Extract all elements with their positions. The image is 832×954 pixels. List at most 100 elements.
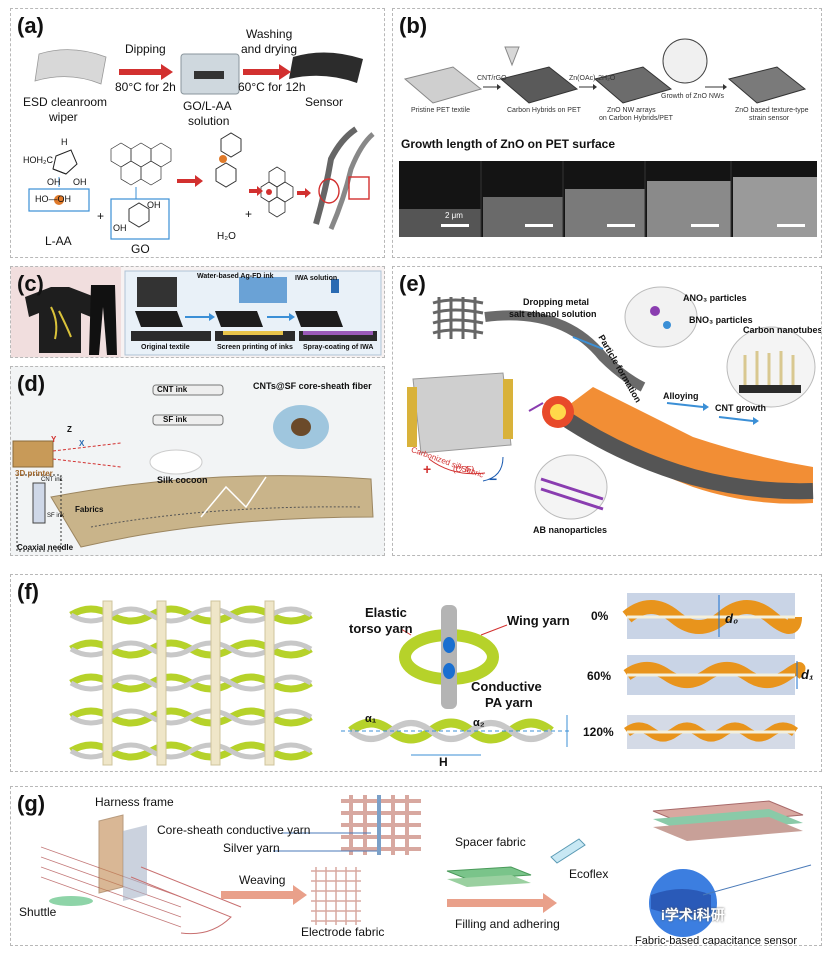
step1-bottom: 80°C for 2h	[115, 80, 176, 94]
oh1: OH	[47, 177, 61, 187]
b-growth-nws: Growth of ZnO NWs	[661, 93, 725, 100]
f-p0: 0%	[591, 609, 609, 623]
b-step4-l1: ZnO based texture-type	[735, 107, 809, 114]
f-p60: 60%	[587, 669, 612, 683]
oh2: OH	[73, 177, 87, 187]
d-axis-y: Y	[51, 435, 57, 444]
d-axis-x: X	[79, 439, 85, 448]
d-axis-z: Z	[67, 425, 72, 434]
panel-label-e: (e)	[399, 271, 426, 296]
b-step2: Carbon Hybrids on PET	[507, 107, 581, 114]
g-harness: Harness frame	[95, 795, 174, 809]
c-cap1: Original textile	[141, 344, 190, 351]
panel-label-b: (b)	[399, 13, 428, 38]
panel-f: (f) Elastic torso yarn Wing yarn Conduct…	[10, 574, 822, 772]
e-alloying: Alloying	[663, 391, 699, 401]
ho-oh: HO—OH	[35, 194, 71, 204]
panel-f-illustration	[69, 593, 806, 766]
item2-line1: GO/L-AA	[183, 99, 232, 113]
e-cnt-growth: CNT growth	[715, 403, 766, 413]
g-weaving: Weaving	[239, 873, 286, 887]
c-cap3: Spray-coating of IWA	[303, 344, 374, 351]
b-step3-l1: ZnO NW arrays	[607, 107, 656, 114]
d-printer: 3D printer	[15, 469, 53, 478]
hoh2c: HOH₂C	[23, 155, 53, 165]
e-csf-l2: (CSF)	[453, 465, 475, 474]
e-bno3: BNO₃ particles	[689, 315, 753, 325]
d-silk: Silk cocoon	[157, 475, 208, 485]
item1-line2: wiper	[49, 110, 78, 124]
g-ecoflex: Ecoflex	[569, 867, 609, 881]
step2-mid: and drying	[241, 42, 298, 56]
c-iwa: IWA solution	[295, 275, 338, 282]
panel-label-c: (c)	[17, 271, 44, 296]
panel-a-illustration	[28, 49, 375, 240]
d-sf-ink: SF ink	[163, 415, 188, 424]
g-core: Core-sheath conductive yarn	[157, 823, 311, 837]
f-h: H	[439, 755, 448, 769]
h2o: H₂O	[217, 231, 236, 242]
f-cond-l1: Conductive	[471, 679, 542, 694]
d-sf-ink-small: SF ink	[47, 513, 65, 519]
f-elastic-l1: Elastic	[365, 605, 407, 620]
panel-g: (g) Harness frame Core-sheath conductive…	[10, 786, 822, 946]
panel-e-illustration	[407, 286, 816, 520]
oh-ring-top: OH	[147, 200, 161, 210]
c-ink: Water-based Ag-FD ink	[197, 273, 274, 280]
oh-ring-bot: OH	[113, 223, 127, 233]
e-minus: −	[489, 471, 498, 487]
g-filling: Filling and adhering	[455, 917, 560, 931]
g-shuttle: Shuttle	[19, 905, 57, 919]
f-elastic-l2: torso yarn	[349, 621, 413, 636]
item2-line2: solution	[188, 114, 230, 128]
d-needle: Coaxial needle	[17, 543, 74, 552]
panel-d: (d) CNT ink SF ink CNTs@SF core-sheath f…	[10, 366, 385, 556]
panel-g-illustration	[40, 795, 812, 937]
panel-b: (b) Pristine PET textile Carbon Hybrids …	[392, 8, 822, 258]
panel-label-d: (d)	[17, 371, 46, 396]
d-cnt-ink: CNT ink	[157, 385, 188, 394]
item1-line1: ESD cleanroom	[23, 95, 108, 109]
panel-b-illustration	[399, 38, 817, 237]
f-wing: Wing yarn	[507, 613, 570, 628]
item3: Sensor	[305, 95, 344, 109]
plus2: +	[245, 207, 253, 221]
b-step1: Pristine PET textile	[411, 107, 471, 114]
g-watermark: i学术i科研	[661, 907, 725, 923]
step2-bottom: 60°C for 12h	[238, 80, 306, 94]
d-fabrics: Fabrics	[75, 505, 104, 514]
laa-label: L-AA	[45, 234, 72, 248]
b-step3-l2: on Carbon Hybrids/PET	[599, 115, 673, 122]
f-p120: 120%	[583, 725, 614, 739]
step1-top: Dipping	[125, 42, 166, 56]
g-silver: Silver yarn	[223, 841, 280, 855]
e-ano3: ANO₃ particles	[683, 293, 747, 303]
panel-c-illustration	[11, 267, 382, 357]
b-heading: Growth length of ZnO on PET surface	[401, 137, 616, 151]
g-spacer: Spacer fabric	[455, 835, 526, 849]
f-d1: d₁	[801, 667, 814, 682]
b-arrow2: Zn(OAc)₂2H₂O	[569, 75, 616, 82]
b-step4-l2: strain sensor	[749, 115, 790, 122]
panel-a: (a)	[10, 8, 385, 258]
h-atom: H	[61, 137, 68, 147]
step2-top: Washing	[246, 27, 293, 41]
e-plus: +	[423, 461, 432, 477]
panel-c: (c) Water-based Ag-FD ink IWA solution O…	[10, 266, 385, 358]
e-cnt: Carbon nanotubes	[743, 325, 822, 335]
g-electrode: Electrode fabric	[301, 925, 385, 939]
panel-label-f: (f)	[17, 579, 39, 604]
plus1: +	[97, 209, 105, 223]
panel-label-a: (a)	[17, 13, 44, 38]
d-fiber: CNTs@SF core-sheath fiber	[253, 381, 372, 391]
f-cond-l2: PA yarn	[485, 695, 533, 710]
d-cnt-ink-small: CNT ink	[41, 477, 63, 483]
e-drop-l1: Dropping metal	[523, 297, 590, 307]
f-a1: α₁	[365, 713, 377, 725]
b-scale: 2 μm	[445, 211, 463, 220]
f-a2: α₂	[473, 717, 485, 729]
go-label: GO	[131, 242, 150, 256]
f-d0: d₀	[725, 611, 739, 626]
panel-e: (e) Dropping metal salt ethanol solution…	[392, 266, 822, 556]
panel-label-g: (g)	[17, 791, 46, 816]
